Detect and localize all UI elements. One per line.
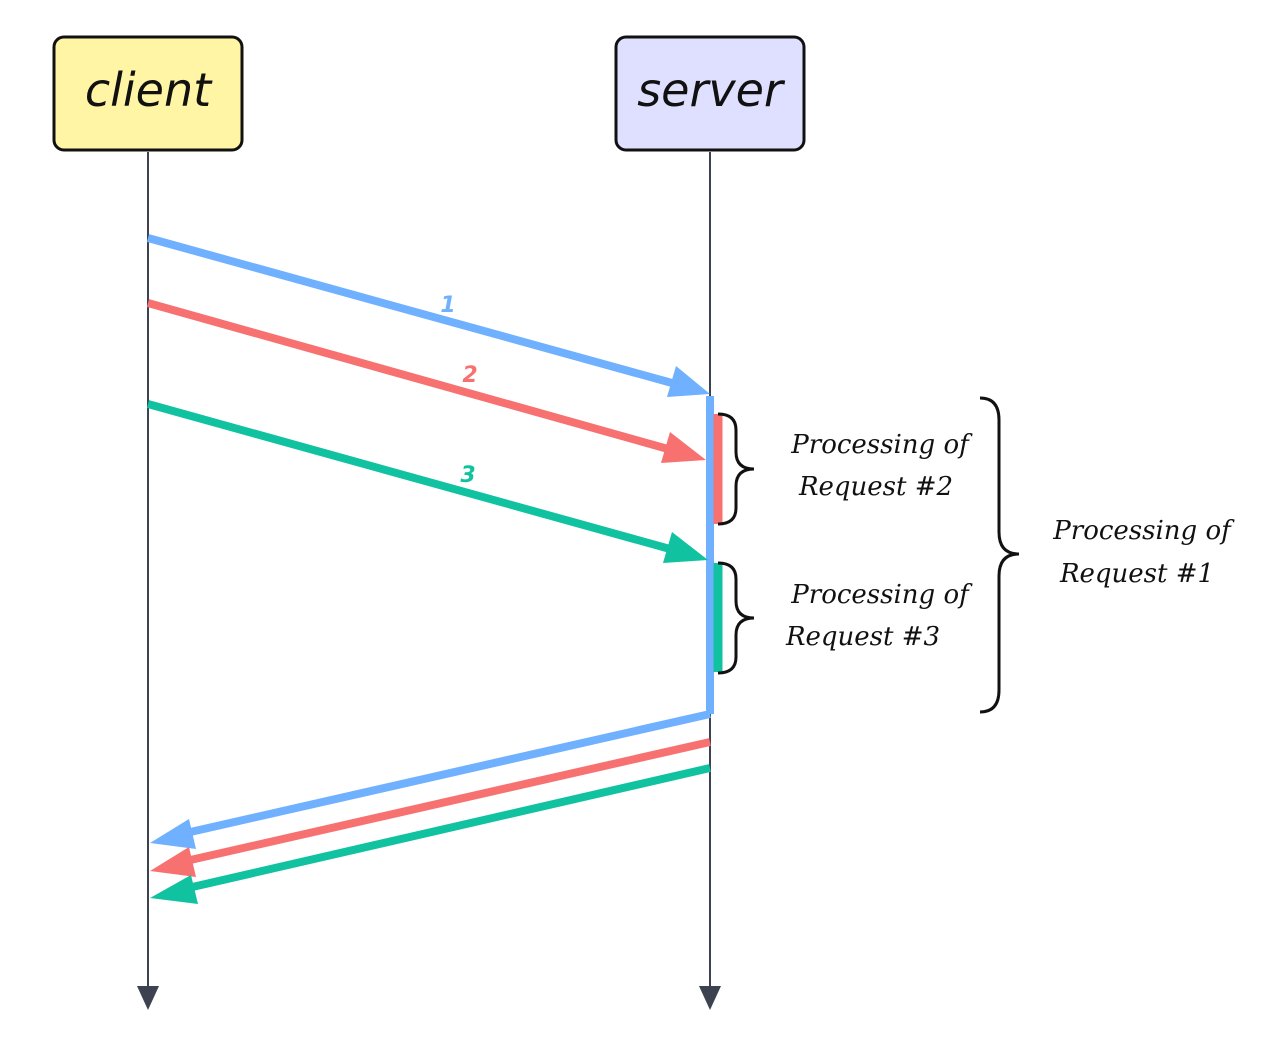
request-3-note-line1: Processing of (790, 580, 973, 610)
server-actor: server (614, 35, 806, 152)
client-actor-box (52, 35, 244, 152)
request-1-label: 1 (440, 293, 455, 318)
request-3-brace (717, 561, 755, 675)
request-1-arrow (146, 234, 674, 387)
server-actor-label: server (637, 63, 786, 117)
request-2-arrowhead (661, 432, 706, 463)
response-1-arrowhead (150, 819, 196, 849)
server-lifeline-arrowhead (699, 986, 721, 1010)
request-1-arrowhead (667, 366, 710, 397)
request-1-note-line1: Processing of (1052, 516, 1235, 546)
response-3-arrowhead (150, 875, 198, 904)
server-actor-box (614, 35, 806, 152)
request-2-note-line1: Processing of (790, 430, 973, 460)
request-3-arrow (146, 400, 672, 553)
request-2-brace (717, 412, 755, 526)
response-2-arrow (185, 738, 711, 865)
request-2-arrow (146, 299, 670, 453)
client-actor: client (52, 35, 244, 152)
response-3-arrow (187, 764, 711, 892)
client-actor-label: client (85, 63, 213, 117)
request-2-label: 2 (462, 363, 477, 388)
request-2-note-line2: Request #2 (798, 472, 953, 502)
response-1-arrow (185, 710, 711, 837)
response-2-arrowhead (150, 847, 196, 877)
request-3-label: 3 (460, 463, 475, 488)
client-lifeline-arrowhead (137, 986, 159, 1010)
request-3-arrowhead (663, 532, 708, 563)
request-1-brace (979, 396, 1020, 714)
request-1-note-line2: Request #1 (1059, 559, 1214, 589)
request-3-note-line2: Request #3 (785, 622, 940, 652)
